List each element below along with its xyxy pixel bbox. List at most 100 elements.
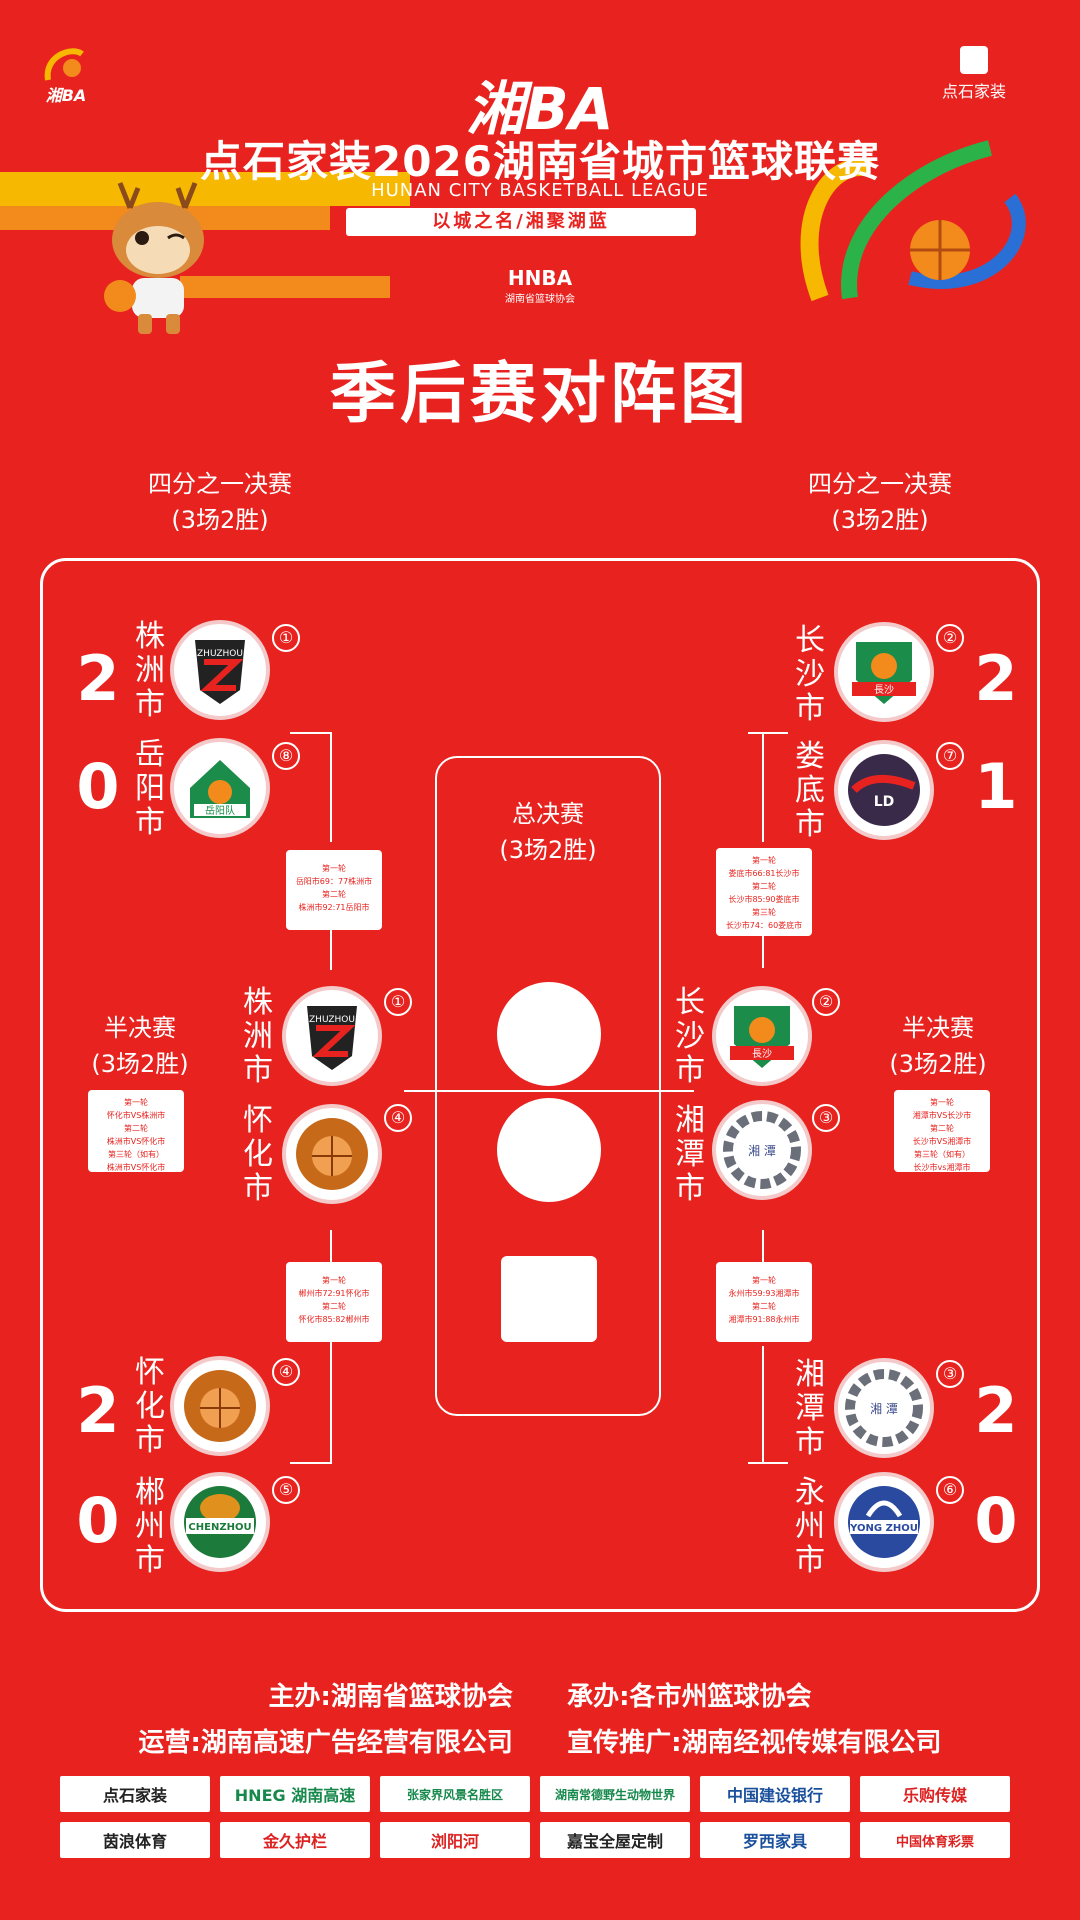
note-line: 第一轮	[752, 856, 776, 865]
semifinal-left-title: 半决赛	[104, 1014, 176, 1042]
team-seed: ③	[812, 1104, 840, 1132]
xiangtan-emblem-icon: 湘 潭	[845, 1369, 923, 1447]
header-stripe-yellow	[0, 172, 410, 206]
brand-english: HUNAN CITY BASKETBALL LEAGUE	[371, 180, 709, 201]
note-line: 怀化市85:82郴州市	[298, 1315, 370, 1324]
yongzhou-emblem-icon: YONG ZHOU	[848, 1486, 920, 1558]
zhuzhou-emblem-icon: ZHUZHOU	[195, 640, 245, 704]
hnba-text: HNBA	[507, 266, 573, 290]
svg-text:YONG ZHOU: YONG ZHOU	[849, 1523, 918, 1534]
loudi-logo: LD	[834, 740, 934, 840]
quarterfinal-left-title: 四分之一决赛	[148, 470, 292, 498]
match-results-note: 第一轮 娄底市66:81长沙市 第二轮 长沙市85:90娄底市 第三轮 长沙市7…	[716, 848, 812, 936]
team-city: 怀化市	[243, 1103, 273, 1206]
quarterfinal-right-title: 四分之一决赛	[808, 470, 952, 498]
team-city: 长沙市	[675, 985, 705, 1088]
note-line: 娄底市66:81长沙市	[728, 869, 800, 878]
note-line: 湘潭市VS长沙市	[912, 1111, 972, 1120]
sponsor-logo: 湖南常德野生动物世界	[540, 1776, 690, 1812]
yueyang-logo: 岳阳队	[170, 738, 270, 838]
note-line: 长沙市vs湘潭市	[913, 1163, 971, 1172]
quarterfinal-left-label: 四分之一决赛 (3场2胜)	[100, 466, 340, 538]
team-score: 2	[76, 1374, 120, 1447]
huaihua-logo	[282, 1104, 382, 1204]
match-schedule-note: 第一轮 湘潭市VS长沙市 第二轮 长沙市VS湘潭市 第三轮（如有） 长沙市vs湘…	[894, 1090, 990, 1172]
xiangtan-logo: 湘 潭	[712, 1100, 812, 1200]
connector	[748, 732, 788, 734]
sponsor-logo: 点石家装	[60, 1776, 210, 1812]
sponsor-logo: 嘉宝全屋定制	[540, 1822, 690, 1858]
note-line: 株洲市92:71岳阳市	[298, 903, 370, 912]
team-city: 株洲市	[135, 619, 165, 722]
sponsor-logo: HNEG 湖南高速	[220, 1776, 370, 1812]
chenzhou-emblem-icon: CHENZHOU	[184, 1486, 256, 1558]
hnba-subtext: 湖南省篮球协会	[505, 294, 575, 305]
team-seed: ④	[384, 1104, 412, 1132]
sponsor-logo: 茵浪体育	[60, 1822, 210, 1858]
connector	[748, 1462, 788, 1464]
connector	[290, 1462, 332, 1464]
sponsor-logo: 罗西家具	[700, 1822, 850, 1858]
champion-slot	[501, 1256, 597, 1342]
semifinal-left-format: (3场2胜)	[91, 1050, 189, 1078]
team-city: 株洲市	[243, 985, 273, 1088]
operator-line: 运营:湖南高速广告经营有限公司 宣传推广:湖南经视传媒有限公司	[0, 1722, 1080, 1759]
slogan-banner: 以城之名/湘聚湖蓝	[346, 208, 696, 236]
sponsor-logo: 张家界风景名胜区	[380, 1776, 530, 1812]
team-score: 0	[974, 1484, 1018, 1557]
finals-title: 总决赛	[512, 800, 584, 828]
match-results-note: 第一轮 岳阳市69：77株洲市 第二轮 株洲市92:71岳阳市	[286, 850, 382, 930]
team-seed: ①	[272, 624, 300, 652]
semifinal-right-format: (3场2胜)	[889, 1050, 987, 1078]
team-city: 郴州市	[135, 1475, 165, 1578]
finals-format: (3场2胜)	[499, 836, 597, 864]
bracket-frame	[40, 558, 1040, 1612]
note-line: 第一轮	[124, 1098, 148, 1107]
svg-text:長沙: 長沙	[874, 684, 894, 696]
deer-mascot-icon	[104, 182, 204, 334]
yongzhou-logo: YONG ZHOU	[834, 1472, 934, 1572]
quarterfinal-right-format: (3场2胜)	[831, 506, 929, 534]
note-line: 第一轮	[930, 1098, 954, 1107]
brand-title: 点石家装2026湖南省城市篮球联赛	[200, 137, 880, 186]
note-line: 长沙市VS湘潭市	[912, 1137, 972, 1146]
team-city: 长沙市	[795, 623, 825, 726]
svg-text:ZHUZHOU: ZHUZHOU	[197, 649, 243, 659]
team-city: 岳阳市	[135, 737, 165, 840]
sponsor-logo: 中国体育彩票	[860, 1822, 1010, 1858]
quarterfinal-right-label: 四分之一决赛 (3场2胜)	[760, 466, 1000, 538]
semifinal-right-label: 半决赛 (3场2胜)	[818, 1010, 1058, 1082]
match-results-note: 第一轮 永州市59:93湘潭市 第二轮 湘潭市91:88永州市	[716, 1262, 812, 1342]
changsha-emblem-icon: 長沙	[852, 642, 916, 704]
match-schedule-note: 第一轮 怀化市VS株洲市 第二轮 株洲市VS怀化市 第三轮（如有） 株洲市VS怀…	[88, 1090, 184, 1172]
team-city: 怀化市	[135, 1355, 165, 1458]
match-results-note: 第一轮 郴州市72:91怀化市 第二轮 怀化市85:82郴州市	[286, 1262, 382, 1342]
note-line: 株洲市VS怀化市	[106, 1163, 166, 1172]
svg-text:LD: LD	[874, 794, 895, 810]
xiangba-corner-logo: 湘BA	[42, 46, 90, 106]
svg-text:ZHUZHOU: ZHUZHOU	[309, 1015, 355, 1025]
svg-text:岳阳队: 岳阳队	[205, 804, 235, 817]
finals-frame	[435, 756, 661, 1416]
connector	[290, 732, 332, 734]
note-line: 长沙市85:90娄底市	[728, 895, 800, 904]
loudi-emblem-icon: LD	[848, 754, 920, 826]
xiangba-mark-icon	[44, 48, 84, 81]
organizer-line: 主办:湖南省篮球协会 承办:各市州篮球协会	[0, 1676, 1080, 1713]
team-city: 永州市	[795, 1475, 825, 1578]
dianshi-mark-icon	[960, 46, 988, 74]
quarterfinal-left-format: (3场2胜)	[171, 506, 269, 534]
team-score: 0	[76, 750, 120, 823]
team-seed: ⑤	[272, 1476, 300, 1504]
dianshi-corner-logo: 点石家装	[924, 46, 1024, 102]
team-seed: ⑦	[936, 742, 964, 770]
league-16-logo-icon	[800, 140, 1026, 302]
changsha-emblem-icon: 長沙	[730, 1006, 794, 1068]
undertaker-text: 承办:各市州篮球协会	[567, 1682, 812, 1712]
finals-label: 总决赛 (3场2胜)	[435, 796, 661, 868]
promoter-text: 宣传推广:湖南经视传媒有限公司	[567, 1728, 942, 1758]
team-city: 湘潭市	[675, 1103, 705, 1206]
header-stripe-orange-2	[180, 276, 390, 298]
connector	[762, 1346, 764, 1464]
note-line: 第二轮	[752, 1302, 776, 1311]
